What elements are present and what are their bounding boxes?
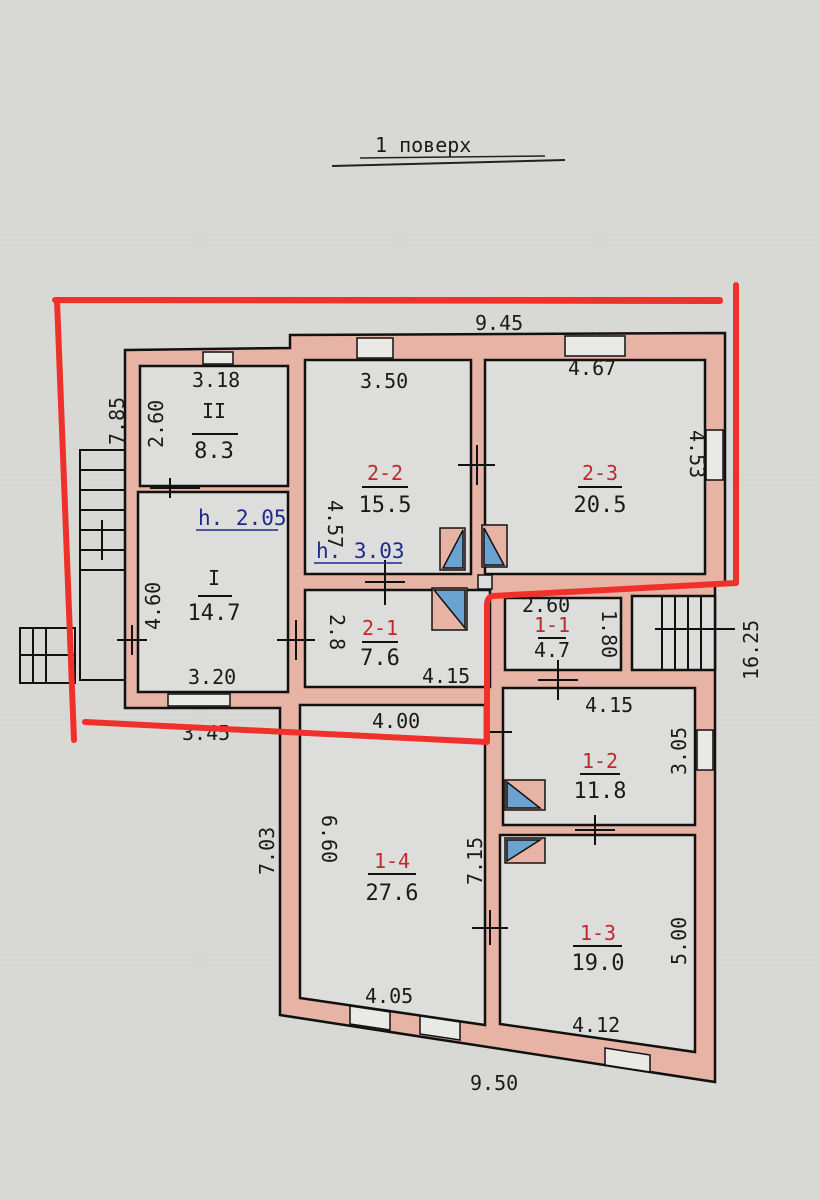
dim-2-2-depth: 4.57 (323, 500, 347, 548)
dim-2-1-width: 4.15 (422, 664, 470, 688)
room-labels: II 8.3 I 14.7 2-2 15.5 2-3 20.5 2-1 7.6 … (188, 399, 627, 976)
room-area-1-1: 4.7 (534, 638, 570, 662)
title-underline (331, 159, 566, 167)
floor-title: 1 поверх (375, 133, 471, 157)
dim-II-width: 3.18 (192, 368, 240, 392)
room-area-1-3: 19.0 (572, 951, 625, 976)
dim-2-3-width: 4.67 (568, 356, 616, 380)
room-id-II: II (202, 399, 226, 423)
room-1-3 (498, 833, 697, 1054)
dim-1-1-width: 2.60 (522, 593, 570, 617)
title-underline-2 (359, 155, 546, 159)
stair-landing-right (630, 594, 717, 672)
room-2-3 (483, 358, 707, 576)
room-id-1-4: 1-4 (374, 849, 410, 873)
room-id-2-1: 2-1 (362, 616, 398, 640)
windows (167, 335, 724, 1073)
dim-1-2-width: 4.15 (585, 693, 633, 717)
dim-2-1-depth: 2.8 (325, 614, 349, 650)
dim-top-overall: 9.45 (475, 311, 523, 335)
room-area-2-3: 20.5 (574, 493, 627, 518)
room-1-1 (503, 596, 623, 672)
room-id-1-2: 1-2 (582, 749, 618, 773)
dim-2-2-width: 3.50 (360, 369, 408, 393)
dim-1-4-depth: 6.60 (317, 815, 341, 863)
dim-1-3-depth: 5.00 (667, 917, 691, 965)
dim-I-width: 3.20 (188, 665, 236, 689)
stairs-right (655, 596, 735, 670)
dim-I-depth: 4.60 (141, 582, 165, 630)
dim-1-4-top: 4.00 (372, 709, 420, 733)
room-id-2-3: 2-3 (582, 461, 618, 485)
room-area-I: 14.7 (188, 601, 241, 626)
dim-1-3-width: 4.12 (572, 1013, 620, 1037)
dim-1-2-depth: 3.05 (667, 727, 691, 775)
room-area-1-4: 27.6 (366, 881, 419, 906)
stove-icons (431, 524, 546, 864)
dim-1-1-depth: 1.80 (597, 610, 621, 658)
room-I (136, 490, 290, 694)
room-II (138, 364, 290, 488)
ceiling-height-middle: h. 3.03 (316, 539, 405, 563)
ceiling-height-left: h. 2.05 (198, 506, 287, 530)
room-id-2-2: 2-2 (367, 461, 403, 485)
room-1-4 (298, 703, 487, 1027)
dim-1-4-width: 4.05 (365, 984, 413, 1008)
dim-right-overall: 16.25 (739, 620, 763, 680)
dim-1-4-side: 7.15 (463, 837, 487, 885)
room-area-1-2: 11.8 (574, 779, 627, 804)
dimension-labels: 9.45 9.50 7.85 7.03 16.25 3.45 3.18 2.60… (105, 311, 763, 1095)
room-id-1-1: 1-1 (534, 613, 570, 637)
doors (117, 445, 615, 945)
dim-II-depth: 2.60 (144, 400, 168, 448)
dim-left-upper: 7.85 (105, 397, 129, 445)
room-area-2-1: 7.6 (360, 646, 400, 671)
room-area-II: 8.3 (194, 439, 234, 464)
dim-2-3-depth: 4.53 (685, 430, 709, 478)
stairs-left (19, 449, 126, 684)
room-id-I: I (208, 566, 220, 590)
room-area-2-2: 15.5 (359, 493, 412, 518)
room-id-1-3: 1-3 (580, 921, 616, 945)
dim-left-lower: 7.03 (255, 827, 279, 875)
highlight-boundary (54, 282, 739, 745)
dim-bottom-overall: 9.50 (470, 1071, 518, 1095)
